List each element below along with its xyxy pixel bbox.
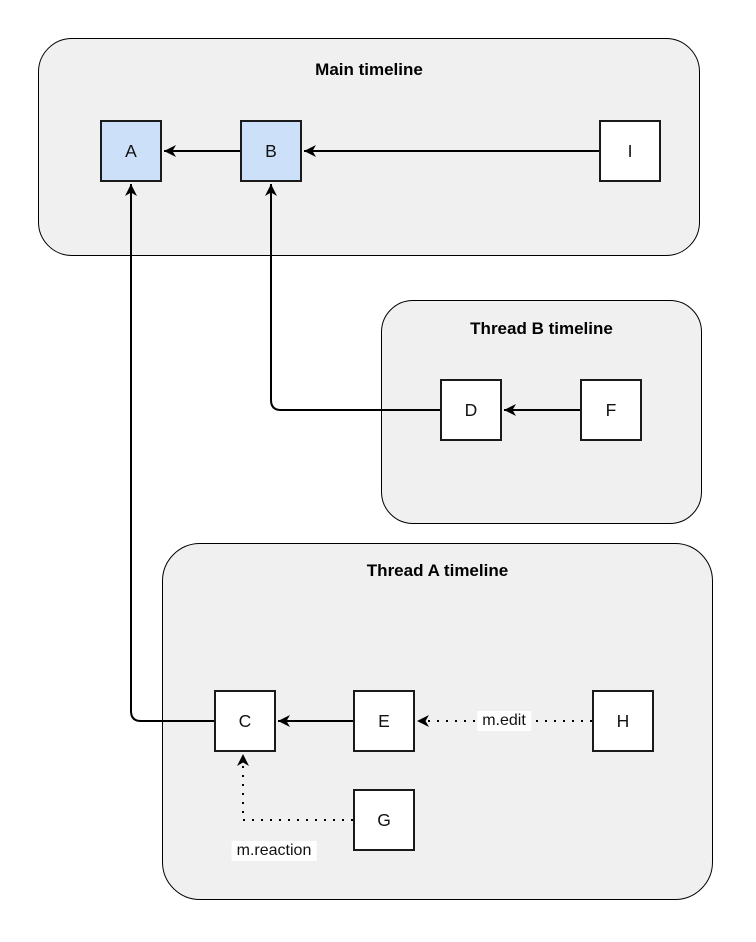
edge-label-m-edit: m.edit [477, 711, 531, 731]
node-h-label: H [616, 710, 630, 731]
node-a: A [100, 120, 162, 182]
edge-c-to-a [125, 184, 214, 722]
node-a-label: A [125, 140, 137, 161]
node-b-label: B [265, 140, 277, 161]
edge-g-to-c [237, 754, 353, 821]
edge-label-m-reaction: m.reaction [231, 841, 317, 861]
node-c-label: C [238, 710, 252, 731]
node-c: C [214, 690, 276, 752]
node-f-label: F [605, 399, 617, 420]
group-main-timeline-title: Main timeline [315, 60, 423, 79]
group-thread-b-timeline: Thread B timeline [381, 300, 702, 524]
node-d-label: D [464, 399, 478, 420]
node-d: D [440, 379, 502, 441]
node-g-label: G [377, 809, 391, 830]
node-i: I [599, 120, 661, 182]
node-f: F [580, 379, 642, 441]
edge-d-to-b [265, 184, 440, 411]
node-b: B [240, 120, 302, 182]
group-thread-b-timeline-title: Thread B timeline [470, 319, 613, 338]
node-e: E [353, 690, 415, 752]
node-g: G [353, 789, 415, 851]
node-e-label: E [378, 710, 390, 731]
node-i-label: I [627, 140, 633, 161]
group-thread-a-timeline-title: Thread A timeline [366, 561, 509, 580]
node-h: H [592, 690, 654, 752]
